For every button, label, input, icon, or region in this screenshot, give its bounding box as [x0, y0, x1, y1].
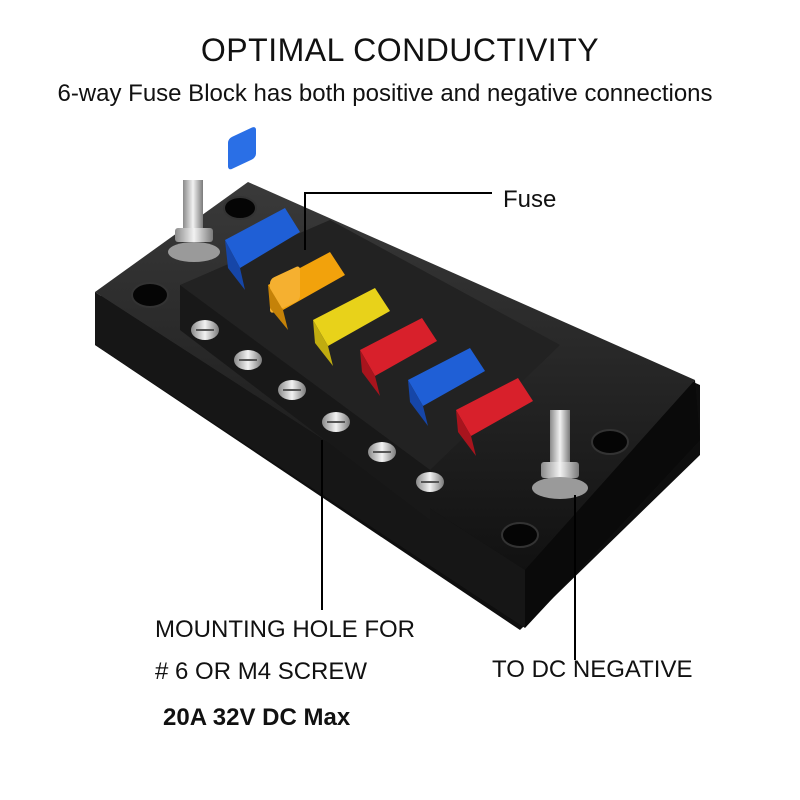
fuse: [456, 378, 533, 436]
negative-stud: [532, 410, 588, 499]
screw: [191, 320, 219, 340]
fuse-leader: [304, 192, 492, 250]
fuse-label: Fuse: [503, 186, 557, 213]
dc-negative-label: TO DC NEGATIVE: [492, 656, 693, 683]
screw-terminals: [191, 320, 444, 492]
mounting-holes: [131, 196, 629, 548]
screw: [416, 472, 444, 492]
page-title: OPTIMAL CONDUCTIVITY: [200, 32, 600, 68]
rating-label: 20A 32V DC Max: [163, 704, 351, 731]
mounting-hole-label: MOUNTING HOLE FOR: [155, 616, 416, 643]
screw-size-label: # 6 OR M4 SCREW: [155, 658, 368, 685]
callout-lines: [304, 192, 576, 660]
screw: [278, 380, 306, 400]
fuse: [408, 348, 485, 406]
fuse: [225, 127, 300, 268]
page-subtitle: 6-way Fuse Block has both positive and n…: [57, 80, 713, 107]
screw: [322, 412, 350, 432]
fuse: [360, 318, 437, 376]
screw: [368, 442, 396, 462]
fuse: [313, 288, 390, 346]
positive-stud: [168, 180, 220, 262]
screw: [234, 350, 262, 370]
